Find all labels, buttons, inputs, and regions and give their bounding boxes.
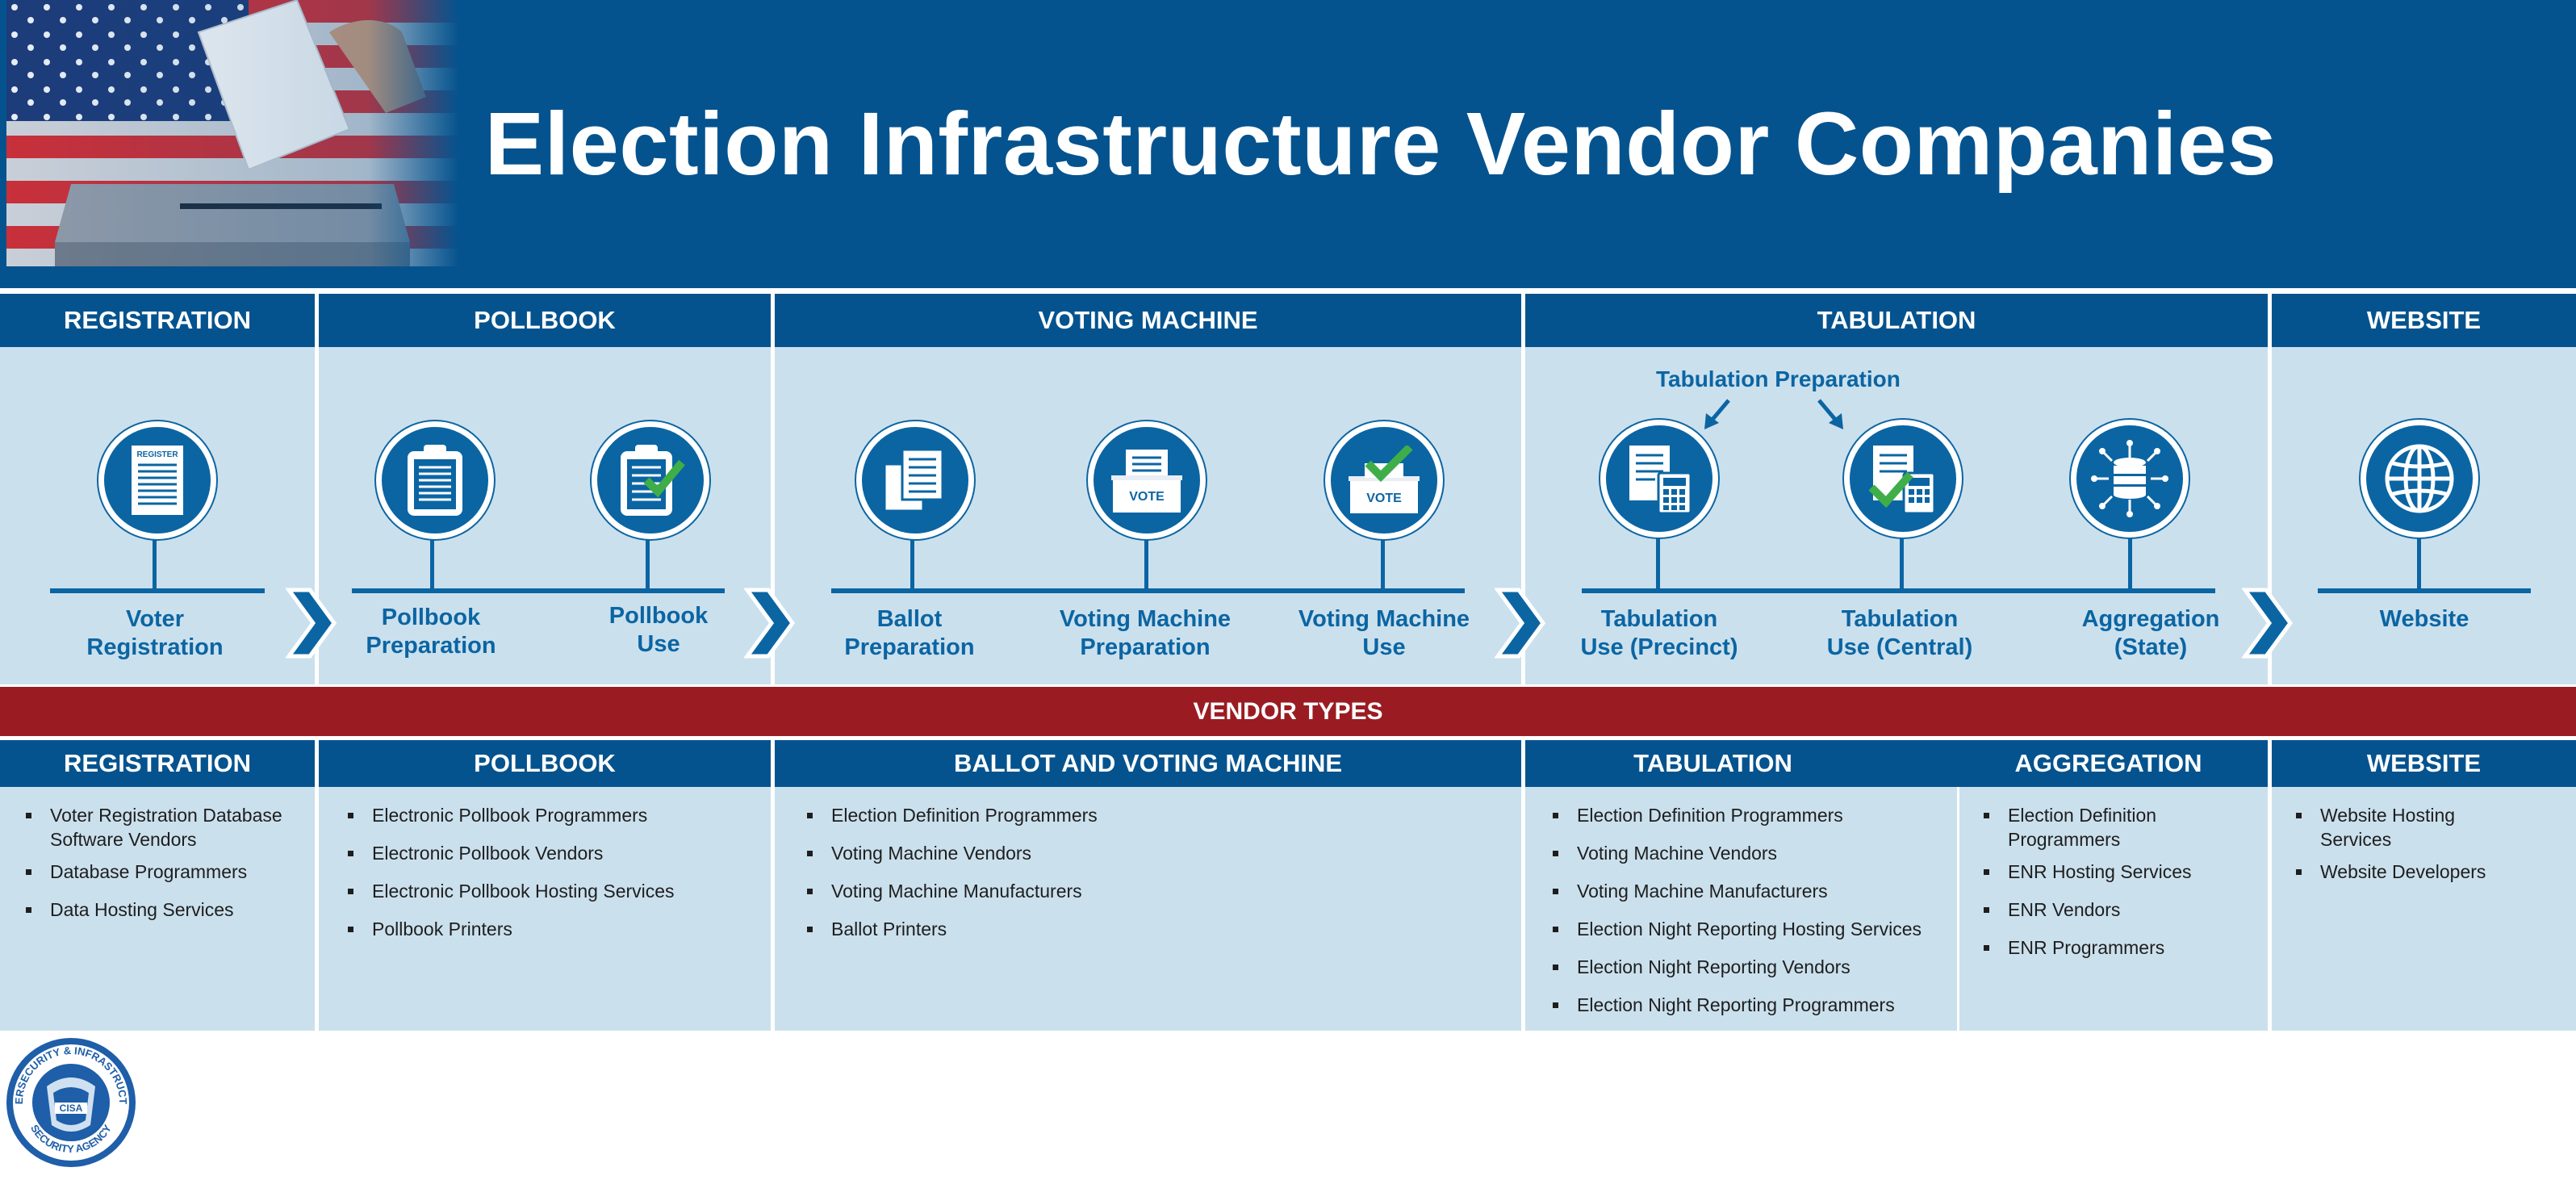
list-item: Voting Machine Vendors [801,841,1505,865]
step-label-pollbook-use: Pollbook Use [608,603,709,657]
svg-text:REGISTER: REGISTER [136,450,178,459]
vendor-panel-website: Website Hosting Services Website Develop… [2272,787,2576,1031]
list-item: Voting Machine Manufacturers [801,879,1505,903]
column-header-registration: REGISTRATION [0,294,315,347]
header-divider [0,288,2576,294]
database-network-icon [2071,420,2189,538]
step-label-aggregation: Aggregation (State) [2081,606,2220,660]
list-item: Election Definition Programmers [1977,803,2252,852]
chevron-right-icon [1495,588,1546,659]
stem [1381,533,1385,589]
step-label-tabulation-precinct: Tabulation Use (Precinct) [1580,606,1738,660]
vendor-header-pollbook: POLLBOOK [319,740,771,787]
column-header-pollbook: POLLBOOK [319,294,771,347]
vendor-panel-aggregation: Election Definition Programmers ENR Host… [1959,787,2268,1031]
list-item: Voting Machine Vendors [1546,841,1949,865]
vendor-panel-divider [1957,787,1959,1031]
vendor-panel-pollbook: Electronic Pollbook Programmers Electron… [319,787,771,1031]
list-item: Election Definition Programmers [801,803,1505,827]
chevron-right-icon [744,588,796,659]
list-item: Voter Registration Database Software Ven… [19,803,299,852]
voting-machine-icon: VOTE [1088,421,1206,539]
timeline-line-pollbook [352,588,725,593]
stem [2128,533,2132,589]
list-item: Website Hosting Services [2290,803,2528,852]
timeline-line-website [2318,588,2531,593]
list-item: Electronic Pollbook Hosting Services [341,879,755,903]
list-item: Website Developers [2290,860,2528,884]
list-item: Election Night Reporting Programmers [1546,993,1949,1017]
stem [2417,533,2421,589]
step-label-vm-use: Voting Machine Use [1298,606,1470,660]
step-label-vm-preparation: Voting Machine Preparation [1059,606,1232,660]
list-item: Electronic Pollbook Programmers [341,803,755,827]
tabulation-preparation-label: Tabulation Preparation [1656,366,1901,391]
globe-icon [2361,420,2478,538]
vendor-panel-registration: Voter Registration Database Software Ven… [0,787,315,1031]
stem [646,533,650,589]
timeline-line-tabulation [1582,588,2215,593]
column-header-website: WEBSITE [2272,294,2576,347]
clipboard-check-icon [592,421,709,539]
documents-icon [856,421,974,539]
list-item: Ballot Printers [801,917,1505,941]
column-header-tabulation: TABULATION [1525,294,2268,347]
list-item: Election Night Reporting Hosting Service… [1546,917,1949,941]
ballot-box-photo [6,0,458,266]
svg-text:CISA: CISA [60,1103,83,1114]
ballot-box-check-icon: VOTE [1325,421,1443,539]
svg-text:VOTE: VOTE [1129,490,1165,504]
stem [153,533,157,589]
list-item: Voting Machine Manufacturers [1546,879,1949,903]
step-label-pollbook-preparation: Pollbook Preparation [366,605,496,659]
svg-text:VOTE: VOTE [1366,492,1402,505]
stem [910,533,914,589]
arrow-down-right-icon [1817,399,1843,429]
stem [430,533,434,589]
stem [1144,533,1148,589]
vendor-header-website: WEBSITE [2272,740,2576,787]
step-label-ballot-preparation: Ballot Preparation [844,606,975,660]
vendor-header-ballot-vm: BALLOT AND VOTING MACHINE [775,740,1521,787]
stem [1900,533,1904,589]
list-item: Election Definition Programmers [1546,803,1949,827]
list-item: Election Night Reporting Vendors [1546,955,1949,979]
vendor-panel-tabulation: Election Definition Programmers Voting M… [1525,787,1957,1031]
vendor-header-aggregation: AGGREGATION [1965,740,2268,787]
chevron-right-icon [286,588,337,659]
list-item: ENR Programmers [1977,935,2252,960]
stem [1656,533,1660,589]
clipboard-icon [376,421,494,539]
document-calculator-icon [1600,420,1718,538]
list-item: Electronic Pollbook Vendors [341,841,755,865]
chevron-right-icon [2242,588,2294,659]
vendor-types-band: VENDOR TYPES [0,687,2576,736]
vendor-panel-ballot-vm: Election Definition Programmers Voting M… [775,787,1521,1031]
step-label-tabulation-central: Tabulation Use (Central) [1826,606,1973,660]
step-label-voter-registration: Voter Registration [86,606,224,660]
vendor-header-registration: REGISTRATION [0,740,315,787]
arrow-down-left-icon [1704,399,1730,429]
page-title: Election Infrastructure Vendor Companies [484,94,2277,194]
list-item: Data Hosting Services [19,898,299,922]
vendor-header-tabulation: TABULATION [1525,740,1965,787]
list-item: Database Programmers [19,860,299,884]
cisa-seal-logo: CYBERSECURITY & INFRASTRUCTURE SECURITY … [5,1036,136,1167]
step-label-website: Website [2379,606,2469,632]
register-form-icon: REGISTER [98,421,216,539]
document-calculator-check-icon [1844,420,1962,538]
list-item: Pollbook Printers [341,917,755,941]
list-item: ENR Vendors [1977,898,2252,922]
timeline-line-voting-machine [831,588,1465,593]
column-header-voting-machine: VOTING MACHINE [775,294,1521,347]
timeline-line-registration [50,588,265,593]
list-item: ENR Hosting Services [1977,860,2252,884]
